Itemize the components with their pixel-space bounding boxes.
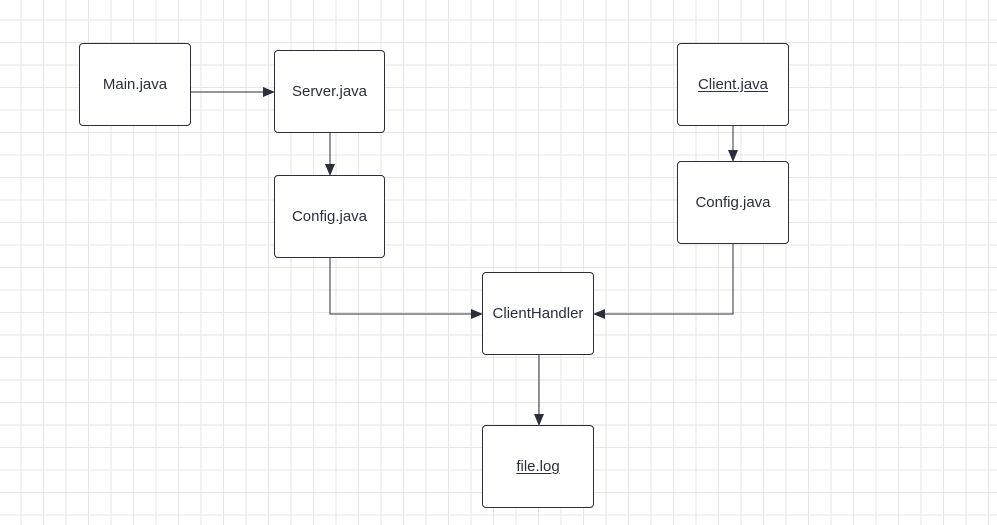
node-client-handler[interactable]: ClientHandler [482,272,594,355]
node-label-client-handler: ClientHandler [492,305,584,322]
node-label-config-java-server: Config.java [291,208,368,225]
node-label-server-java: Server.java [291,83,368,100]
node-label-client-java: Client.java [697,76,769,93]
node-label-file-log: file.log [516,458,560,475]
node-label-main-java: Main.java [102,76,168,93]
edge-config-server-to-client-handler[interactable] [329,258,483,319]
node-file-log[interactable]: file.log [482,425,594,508]
edge-config-client-to-client-handler[interactable] [593,244,734,319]
node-label-config-java-client: Config.java [695,194,771,211]
node-client-java[interactable]: Client.java [677,43,789,126]
node-config-java-server[interactable]: Config.java [274,175,385,258]
node-server-java[interactable]: Server.java [274,50,385,133]
node-main-java[interactable]: Main.java [79,43,191,126]
node-config-java-client[interactable]: Config.java [677,161,789,244]
